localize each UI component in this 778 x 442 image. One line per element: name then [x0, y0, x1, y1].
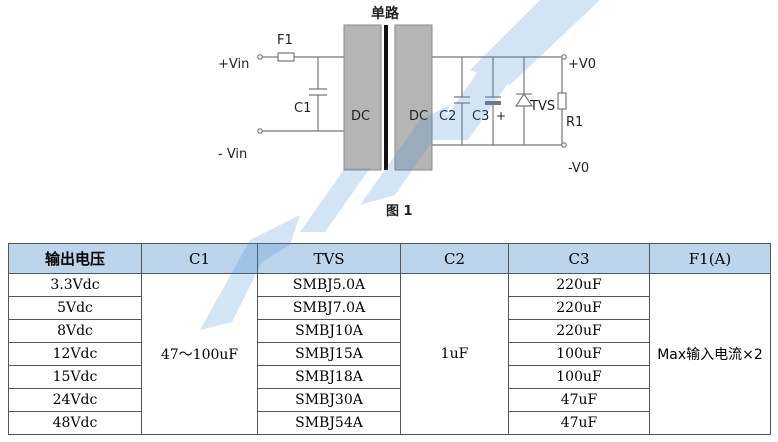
table-row: 3.3Vdc 47～100uF SMBJ5.0A 1uF 220uF Max输入…: [8, 273, 771, 435]
voltage-cell: 8Vdc: [8, 319, 142, 343]
c3-plus-label: +: [496, 109, 506, 123]
figure-caption: 图 1: [386, 204, 413, 219]
c2-label: C2: [439, 109, 456, 124]
dc-right-label: DC: [409, 109, 428, 124]
c3-label: C3: [472, 109, 489, 124]
r1-label: R1: [566, 115, 583, 130]
c3-cell: 220uF: [508, 296, 650, 320]
voltage-cell: 3.3Vdc: [8, 273, 142, 297]
c3-cell: 47uF: [508, 388, 650, 412]
tvs-label: TVS: [529, 99, 555, 114]
voltage-cell: 5Vdc: [8, 296, 142, 320]
c1-cell: 47～100uF: [141, 273, 258, 435]
f1-cell: Max输入电流×2: [649, 273, 771, 435]
table-row: 12Vdc SMBJ15A 100uF: [8, 342, 771, 366]
header-c1: C1: [141, 243, 258, 274]
tvs-cell: SMBJ7.0A: [257, 296, 401, 320]
voltage-cell: 12Vdc: [8, 342, 142, 366]
vo-plus-label: +V0: [568, 57, 596, 72]
voltage-cell: 15Vdc: [8, 365, 142, 389]
tvs-cell: SMBJ30A: [257, 388, 401, 412]
parameter-table: 输出电压 C1 TVS C2 C3 F1(A) 3.3Vdc 47～100uF …: [8, 243, 771, 435]
header-c2: C2: [400, 243, 509, 274]
tvs-cell: SMBJ5.0A: [257, 273, 401, 297]
c3-cell: 220uF: [508, 273, 650, 297]
tvs-cell: SMBJ10A: [257, 319, 401, 343]
tvs-cell: SMBJ15A: [257, 342, 401, 366]
c2-cell: 1uF: [400, 273, 509, 435]
tvs-cell: SMBJ18A: [257, 365, 401, 389]
c3-cell: 100uF: [508, 342, 650, 366]
header-tvs: TVS: [257, 243, 401, 274]
table-header-row: 输出电压 C1 TVS C2 C3 F1(A): [8, 243, 771, 274]
vin-minus-label: - Vin: [218, 147, 247, 162]
c1-label: C1: [294, 101, 311, 116]
header-f1: F1(A): [649, 243, 771, 274]
c3-cell: 100uF: [508, 365, 650, 389]
voltage-cell: 24Vdc: [8, 388, 142, 412]
circuit-diagram: 单路 F1 +Vin - Vin C1 DC DC C2 C3 + TVS R1…: [218, 5, 596, 219]
c3-cell: 47uF: [508, 411, 650, 435]
c3-cell: 220uF: [508, 319, 650, 343]
vo-minus-label: -V0: [568, 161, 589, 176]
table-row: 48Vdc SMBJ54A 47uF: [8, 411, 771, 435]
header-output-voltage: 输出电压: [8, 243, 142, 274]
fuse-label: F1: [277, 33, 293, 48]
dc-left-label: DC: [351, 109, 370, 124]
vin-plus-label: +Vin: [218, 57, 249, 72]
figure-title: 单路: [371, 5, 400, 22]
header-c3: C3: [508, 243, 650, 274]
tvs-cell: SMBJ54A: [257, 411, 401, 435]
voltage-cell: 48Vdc: [8, 411, 142, 435]
